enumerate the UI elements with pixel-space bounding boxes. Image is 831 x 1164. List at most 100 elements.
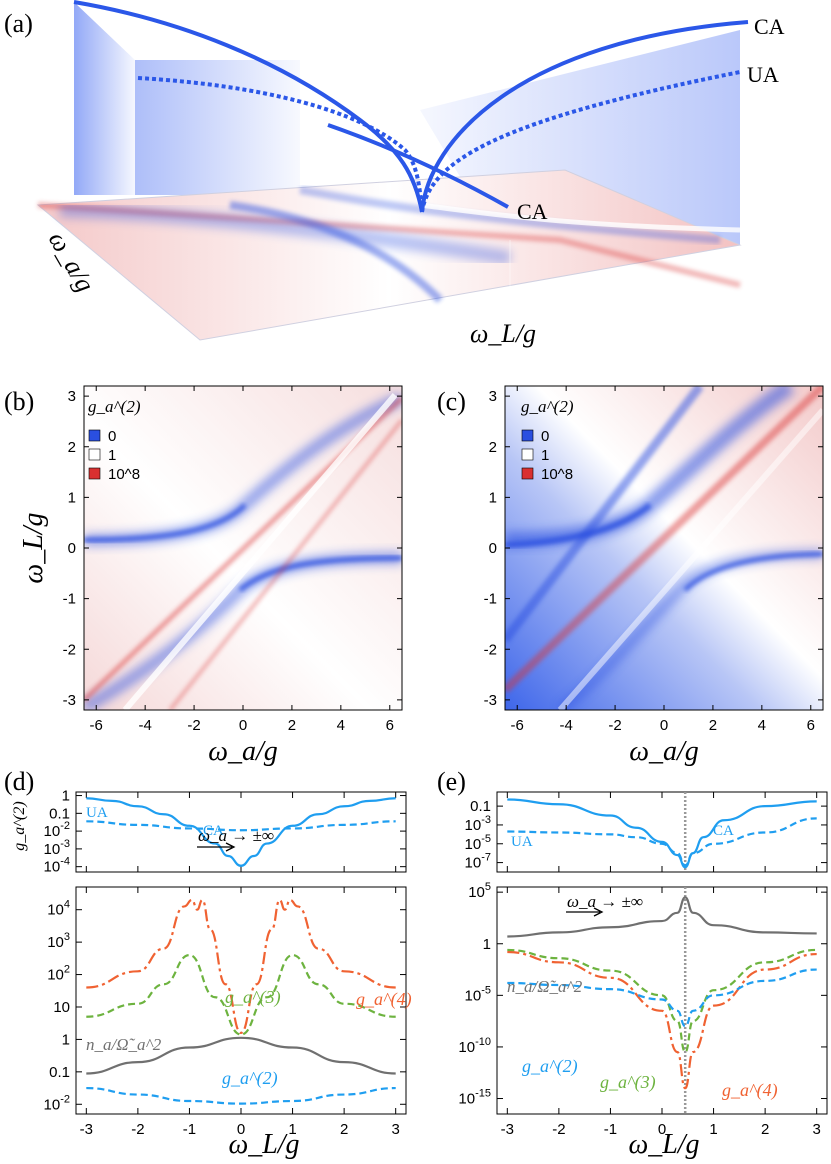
y-tick-label: -2 [63,641,76,658]
legend-c-swatch-1 [521,448,534,461]
series-line [507,798,817,869]
y-tick-label: 0 [68,540,76,557]
y-tick-label: 105 [468,881,491,901]
label-e-g2: g_a^(2) [522,1056,578,1077]
y-tick-label: 10-15 [458,1088,491,1108]
label-d-g2: g_a^(2) [222,1068,278,1089]
panel-e: (e) 0.110-310-510-7 105110-510-1010-15-3… [437,767,828,1160]
legend-b-swatch-2 [88,467,101,480]
panel-e-label: (e) [437,767,466,796]
x-tick-label: 2 [761,1121,769,1138]
series-line [507,896,817,938]
x-tick-label: 0 [239,717,247,734]
y-tick-label: 3 [68,388,76,405]
curve-ua-left [137,76,424,213]
heatmap-b-ylabel: ω_L/g [18,512,49,583]
y-tick-label: 10-3 [44,838,70,858]
y-tick-label: 102 [47,964,70,984]
series-line [507,950,817,1090]
plot-d-top: 10.110-210-310-4 [44,788,407,876]
legend-b-swatch-0 [88,429,101,442]
y-tick-label: 0.1 [470,798,491,815]
y-tick-label: 10-10 [458,1036,491,1056]
y-tick-label: 10-2 [44,820,70,840]
x-tick-label: -4 [138,717,151,734]
y-tick-label: 10-3 [465,814,491,834]
y-tick-label: 1 [489,489,497,506]
x-tick-label: -3 [80,1121,93,1138]
heatmap-c-red-diagonal [505,386,823,693]
legend-b-title: g_a^(2) [88,397,141,416]
x-tick-label: 3 [813,1121,821,1138]
y-tick-label: 1 [483,936,491,953]
series-line [86,797,396,867]
annotation-arrow [197,842,236,852]
panel-a: (a) CA UA CA ω_a/g ω_L/g [4,0,785,348]
label-d-na: n_a/Ω̃_a^2 [86,1035,162,1054]
heatmap-c-blue-diagonal [505,386,704,643]
series-line [86,953,396,1036]
x-tick-label: 0 [660,717,668,734]
x-tick-label: 3 [392,1121,400,1138]
series-line [507,968,817,1028]
panel-c-label: (c) [437,387,466,416]
label-e-g4: g_a^(4) [722,1080,778,1101]
x-tick-label: 2 [288,717,296,734]
heatmap-b-xlabel: ω_a/g [208,736,278,767]
curve-ua-right [420,70,741,213]
x-tick-label: 1 [288,1121,296,1138]
y-tick-label: 1 [62,1031,70,1048]
curve-ca-inner [327,123,509,209]
legend-b-swatch-1 [88,448,101,461]
label-ua: UA [747,62,779,87]
x-tick-label: 0 [237,1121,245,1138]
y-tick-label: 10-2 [44,1093,70,1113]
x-tick-label: -2 [552,1121,565,1138]
x-tick-label: -6 [90,717,103,734]
x-tick-label: 2 [709,717,717,734]
label-ca-top: CA [754,14,785,39]
label-d-ua: UA [86,805,108,821]
y-tick-label: 10-5 [465,984,491,1004]
y-tick-label: 104 [47,899,70,919]
x-tick-label: 1 [709,1121,717,1138]
left-wall [74,2,135,195]
legend-b: 0 1 10^8 [88,428,140,483]
y-tick-label: 10-7 [465,852,491,872]
plot-d-top-ylabel: g_a^(2) [11,801,28,850]
y-tick-label: 0.1 [49,1064,70,1081]
panel-d: (d) 10.110-210-310-4 1041031021010.110-2… [4,767,412,1160]
x-tick-label: -4 [559,717,572,734]
label-e-ua: UA [511,834,533,850]
y-tick-label: 1 [62,788,70,805]
label-e-ca: CA [713,823,734,839]
plot-e-top: 0.110-310-510-7 [465,791,828,917]
legend-c-swatch-2 [521,467,534,480]
y-tick-label: -1 [63,591,76,608]
y-tick-label: 103 [47,931,70,951]
x-tick-label: 4 [758,717,766,734]
x-tick-label: 4 [337,717,345,734]
y-tick-label: 10-5 [465,833,491,853]
x-tick-label: -1 [604,1121,617,1138]
annotation-d: ω_a → ±∞ [198,826,274,845]
axis-label-wL: ω_L/g [470,319,536,348]
panel-d-label: (d) [4,767,34,796]
y-tick-label: 0 [489,540,497,557]
y-tick-label: 2 [489,439,497,456]
legend-c-title: g_a^(2) [521,397,574,416]
x-tick-label: 6 [807,717,815,734]
panel-b-label: (b) [4,387,34,416]
legend-b-entry-1: 1 [108,447,116,464]
y-tick-label: 1 [68,489,76,506]
legend-c-entry-0: 0 [541,428,549,445]
legend-c-entry-2: 10^8 [541,466,573,483]
plot-e-xlabel: ω_L/g [628,1129,699,1160]
y-tick-label: 10 [53,999,70,1016]
y-tick-label: -3 [484,692,497,709]
